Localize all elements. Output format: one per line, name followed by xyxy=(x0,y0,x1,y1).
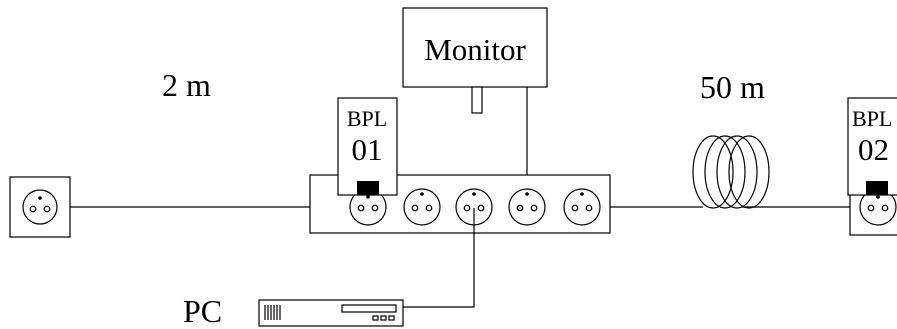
bpl-02-label-line1: BPL xyxy=(852,106,892,131)
monitor: Monitor xyxy=(402,7,548,114)
cable-coil xyxy=(692,135,770,209)
bpl-adapter-02: BPL 02 xyxy=(847,97,897,196)
monitor-label: Monitor xyxy=(424,32,526,67)
wall-outlet xyxy=(9,176,71,238)
long-cable-length-label: 50 m xyxy=(700,69,765,105)
pc-label: PC xyxy=(183,293,222,329)
strip-socket-5 xyxy=(563,188,601,226)
strip-socket-4 xyxy=(508,188,546,226)
power-strip xyxy=(309,174,611,234)
bpl-02-label-line2: 02 xyxy=(858,132,889,167)
pc-device xyxy=(258,299,404,327)
strip-socket-2 xyxy=(403,188,441,226)
bpl-01-label-line1: BPL xyxy=(347,106,387,131)
bpl-01-label-line2: 01 xyxy=(352,132,383,167)
short-cable-length-label: 2 m xyxy=(162,67,211,103)
bpl-adapter-01: BPL 01 xyxy=(337,97,398,196)
cable-pc-to-strip xyxy=(403,208,475,308)
